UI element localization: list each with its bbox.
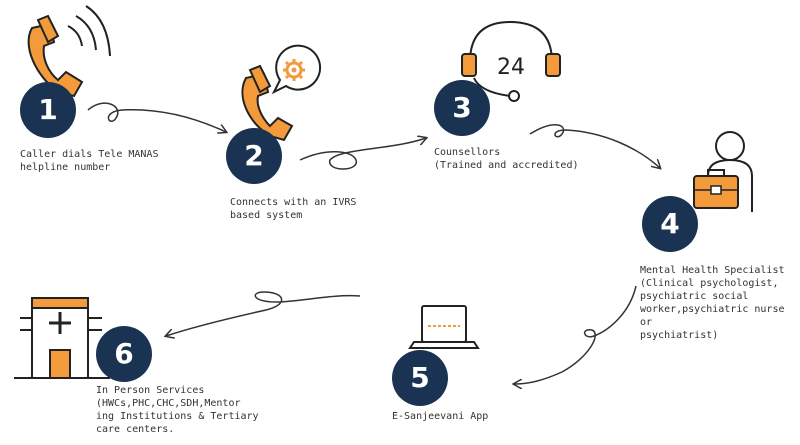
hospital-icon [14,297,110,379]
arrow-4-to-5 [514,285,637,384]
step-number-2: 2 [226,128,282,184]
arrow-2-to-3 [299,138,426,170]
step-3-caption: Counsellors (Trained and accredited) [434,147,579,171]
arrow-3-to-4 [529,124,660,168]
step-6-caption: In Person Services (HWCs,PHC,CHC,SDH,Men… [96,385,259,435]
step-number-3: 3 [434,80,490,136]
step-4-caption: Mental Health Specialist (Clinical psych… [640,265,785,341]
phone-ivrs-icon [241,44,322,142]
headset-24-label: 24 [497,55,525,80]
arrow-1-to-2 [87,102,226,132]
step-number-4: 4 [642,196,698,252]
step-number-1: 1 [20,82,76,138]
step-number-5: 5 [392,350,448,406]
arrow-5-to-6 [166,291,361,336]
specialist-briefcase-icon [693,131,753,212]
step-1-caption: Caller dials Tele MANAS helpline number [20,149,159,173]
step-5-caption: E-Sanjeevani App [392,411,489,422]
phone-ringing-icon [27,5,111,98]
headset-24-icon: 24 [461,20,561,102]
laptop-icon [408,305,480,349]
step-2-caption: Connects with an IVRS based system [230,197,357,221]
step-number-6: 6 [96,326,152,382]
